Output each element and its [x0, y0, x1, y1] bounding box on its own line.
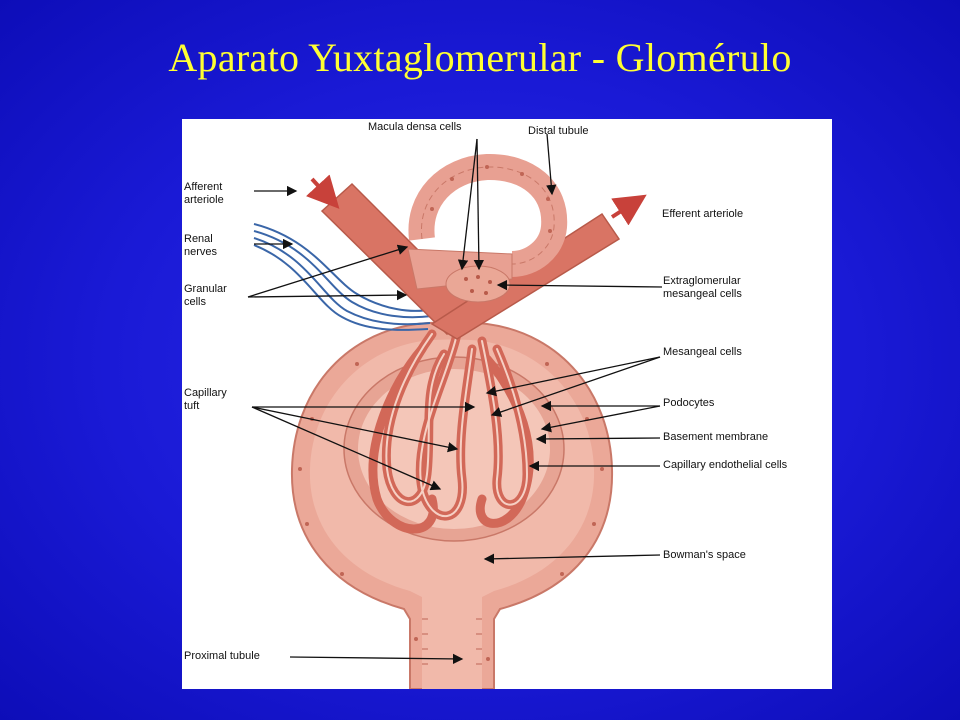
label-granular-cells: Granular cells [184, 283, 227, 308]
proximal-tubule-wall [422, 618, 482, 665]
afferent-flow-arrow [305, 174, 340, 209]
label-macula-densa: Macula densa cells [368, 121, 462, 133]
efferent-flow-arrow [610, 194, 647, 226]
label-bowmans-space: Bowman's space [663, 549, 746, 561]
label-afferent-arteriole: Afferent arteriole [184, 181, 224, 206]
diagram-svg [247, 133, 663, 689]
renal-nerves [253, 223, 433, 331]
label-capillary-endothelial-cells: Capillary endothelial cells [663, 459, 788, 471]
label-mesangeal-cells: Mesangeal cells [663, 346, 742, 358]
label-renal-nerves: Renal nerves [184, 233, 218, 258]
slide-title: Aparato Yuxtaglomerular - Glomérulo [168, 35, 792, 80]
glomerulus-diagram: Macula densa cells Distal tubule Afferen… [182, 119, 832, 689]
label-distal-tubule: Distal tubule [528, 125, 589, 137]
label-capillary-tuft: Capillary tuft [184, 387, 227, 412]
label-proximal-tubule: Proximal tubule [184, 650, 260, 662]
label-podocytes: Podocytes [663, 397, 715, 409]
extraglomerular-mesangial-cluster [445, 265, 511, 303]
label-basement-membrane: Basement membrane [663, 431, 769, 443]
label-arrows [247, 133, 663, 665]
label-extraglomerular-mesangial-cells: Extraglomerular mesangeal cells [663, 275, 742, 300]
label-efferent-arteriole: Efferent arteriole [662, 208, 744, 220]
